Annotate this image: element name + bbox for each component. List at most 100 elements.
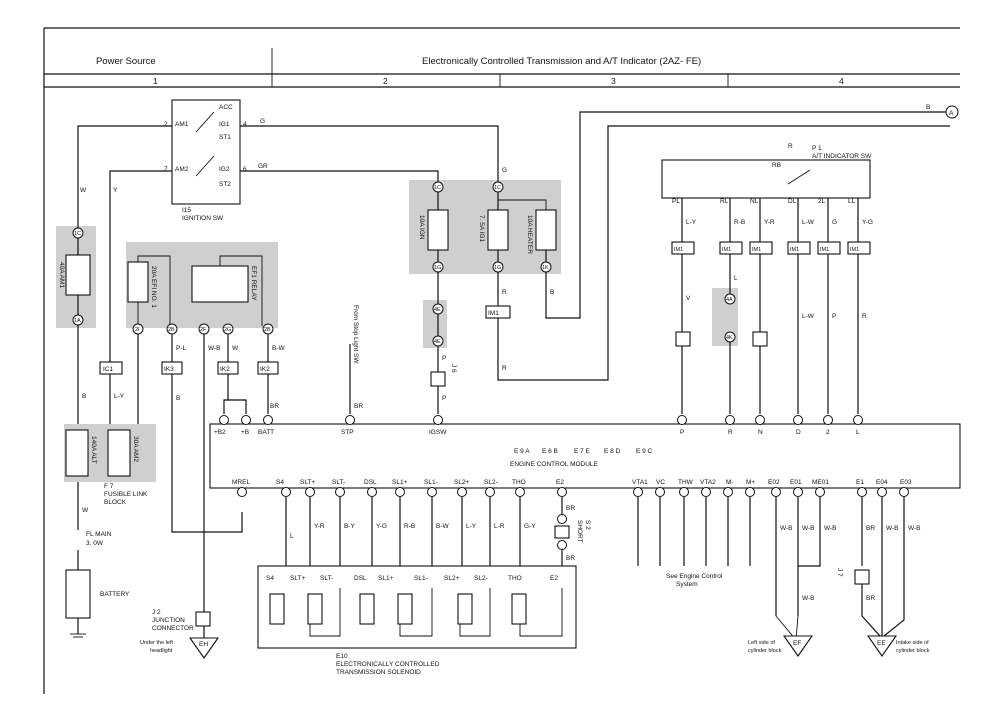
svg-text:EE: EE xyxy=(877,640,886,647)
svg-text:20A EFI NO. 1: 20A EFI NO. 1 xyxy=(150,266,157,308)
svg-text:Y-R: Y-R xyxy=(314,523,325,530)
svg-text:IK2: IK2 xyxy=(220,366,230,373)
svg-text:G-Y: G-Y xyxy=(524,523,536,530)
heater-fuse xyxy=(535,209,557,251)
svg-text:SLT-: SLT- xyxy=(332,479,345,486)
svg-text:SLT+: SLT+ xyxy=(300,479,315,486)
svg-text:EF1 RELAY: EF1 RELAY xyxy=(250,266,257,301)
svg-text:4A: 4A xyxy=(726,297,733,303)
column-1: 1 xyxy=(153,76,158,86)
ignition-switch-box xyxy=(171,99,241,205)
svg-text:VTA1: VTA1 xyxy=(632,479,648,486)
svg-text:V: V xyxy=(686,295,691,302)
svg-text:P: P xyxy=(680,429,684,436)
svg-text:VTA2: VTA2 xyxy=(700,479,716,486)
svg-text:7. 5A IG1: 7. 5A IG1 xyxy=(478,215,485,242)
svg-text:SLT-: SLT- xyxy=(320,575,333,582)
svg-text:B-W: B-W xyxy=(272,345,286,352)
svg-text:E03: E03 xyxy=(900,479,912,486)
svg-text:BR: BR xyxy=(866,595,875,602)
am1-fuse xyxy=(65,254,91,296)
svg-text:DL: DL xyxy=(788,198,797,205)
svg-text:1A: 1A xyxy=(74,318,81,324)
svg-text:W-B: W-B xyxy=(780,525,793,532)
svg-text:Y-G: Y-G xyxy=(862,219,873,226)
efi-relay xyxy=(191,265,249,303)
svg-text:BR: BR xyxy=(566,505,575,512)
ground-ee xyxy=(866,635,898,657)
svg-text:E2: E2 xyxy=(556,479,564,486)
svg-text:D: D xyxy=(796,429,801,436)
svg-text:THO: THO xyxy=(508,575,522,582)
svg-text:Y-G: Y-G xyxy=(376,523,387,530)
svg-text:SL1+: SL1+ xyxy=(378,575,394,582)
column-3: 3 xyxy=(611,76,616,86)
svg-text:BR: BR xyxy=(566,555,575,562)
svg-text:2F: 2F xyxy=(200,327,207,333)
svg-text:B: B xyxy=(176,395,180,402)
svg-text:P 1: P 1 xyxy=(812,145,822,152)
svg-text:THW: THW xyxy=(678,479,694,486)
svg-text:A: A xyxy=(949,110,954,117)
svg-text:GR: GR xyxy=(258,163,268,170)
svg-text:Y-R: Y-R xyxy=(764,219,775,226)
svg-text:Left side of: Left side of xyxy=(748,640,775,646)
alt-fuse xyxy=(65,429,89,477)
svg-text:From Stop Light SW: From Stop Light SW xyxy=(352,305,359,364)
svg-text:LL: LL xyxy=(848,198,856,205)
svg-text:R: R xyxy=(788,143,793,150)
svg-text:cylinder block: cylinder block xyxy=(896,648,930,654)
svg-text:SLT+: SLT+ xyxy=(290,575,305,582)
svg-text:L-Y: L-Y xyxy=(686,219,697,226)
svg-text:headlight: headlight xyxy=(150,648,173,654)
svg-text:140A ALT: 140A ALT xyxy=(90,436,97,464)
svg-text:E04: E04 xyxy=(876,479,888,486)
svg-text:L-R: L-R xyxy=(494,523,505,530)
svg-text:W-B: W-B xyxy=(802,595,815,602)
efi-fuse xyxy=(127,261,149,303)
svg-text:MREL: MREL xyxy=(232,479,250,486)
svg-text:S 2: S 2 xyxy=(584,520,591,530)
svg-text:R: R xyxy=(862,313,867,320)
svg-text:B: B xyxy=(926,104,930,111)
header-left-title: Power Source xyxy=(96,56,156,67)
svg-text:R: R xyxy=(728,429,733,436)
svg-text:IG1: IG1 xyxy=(219,121,230,128)
svg-text:7: 7 xyxy=(164,166,168,173)
svg-text:SL2+: SL2+ xyxy=(444,575,460,582)
svg-text:B: B xyxy=(82,393,86,400)
svg-text:10A HEATER: 10A HEATER xyxy=(526,215,533,254)
svg-text:6: 6 xyxy=(243,166,247,173)
svg-text:THO: THO xyxy=(512,479,526,486)
svg-text:2B: 2B xyxy=(168,327,175,333)
ecm-top-pins xyxy=(219,415,863,425)
svg-text:L: L xyxy=(734,275,738,282)
header-right-title: Electronically Controlled Transmission a… xyxy=(422,56,701,67)
svg-text:G: G xyxy=(502,167,507,174)
svg-text:IK2: IK2 xyxy=(260,366,270,373)
at-indicator-switch xyxy=(661,159,871,199)
svg-text:IM1: IM1 xyxy=(674,247,683,253)
svg-text:CONNECTOR: CONNECTOR xyxy=(152,625,194,632)
svg-text:2L: 2L xyxy=(818,198,826,205)
svg-text:FUSIBLE LINK: FUSIBLE LINK xyxy=(104,491,148,498)
svg-text:SL1-: SL1- xyxy=(424,479,438,486)
svg-text:System: System xyxy=(676,581,698,588)
svg-text:IC1: IC1 xyxy=(103,366,114,373)
svg-text:E 9 C: E 9 C xyxy=(636,448,653,455)
svg-text:10A IGN: 10A IGN xyxy=(418,215,425,240)
svg-text:G: G xyxy=(260,118,265,125)
svg-text:SL1-: SL1- xyxy=(414,575,428,582)
svg-text:R-B: R-B xyxy=(734,219,745,226)
svg-text:M+: M+ xyxy=(746,479,755,486)
gauge-fuse xyxy=(487,209,509,251)
svg-text:BR: BR xyxy=(270,403,279,410)
svg-text:4K: 4K xyxy=(726,335,733,341)
svg-text:IM1: IM1 xyxy=(722,247,731,253)
svg-text:B: B xyxy=(550,289,554,296)
svg-text:E10: E10 xyxy=(336,653,348,660)
svg-text:40A AM1: 40A AM1 xyxy=(58,262,65,288)
svg-text:S4: S4 xyxy=(276,479,284,486)
svg-text:BATT: BATT xyxy=(258,429,274,436)
svg-text:AM1: AM1 xyxy=(175,121,189,128)
